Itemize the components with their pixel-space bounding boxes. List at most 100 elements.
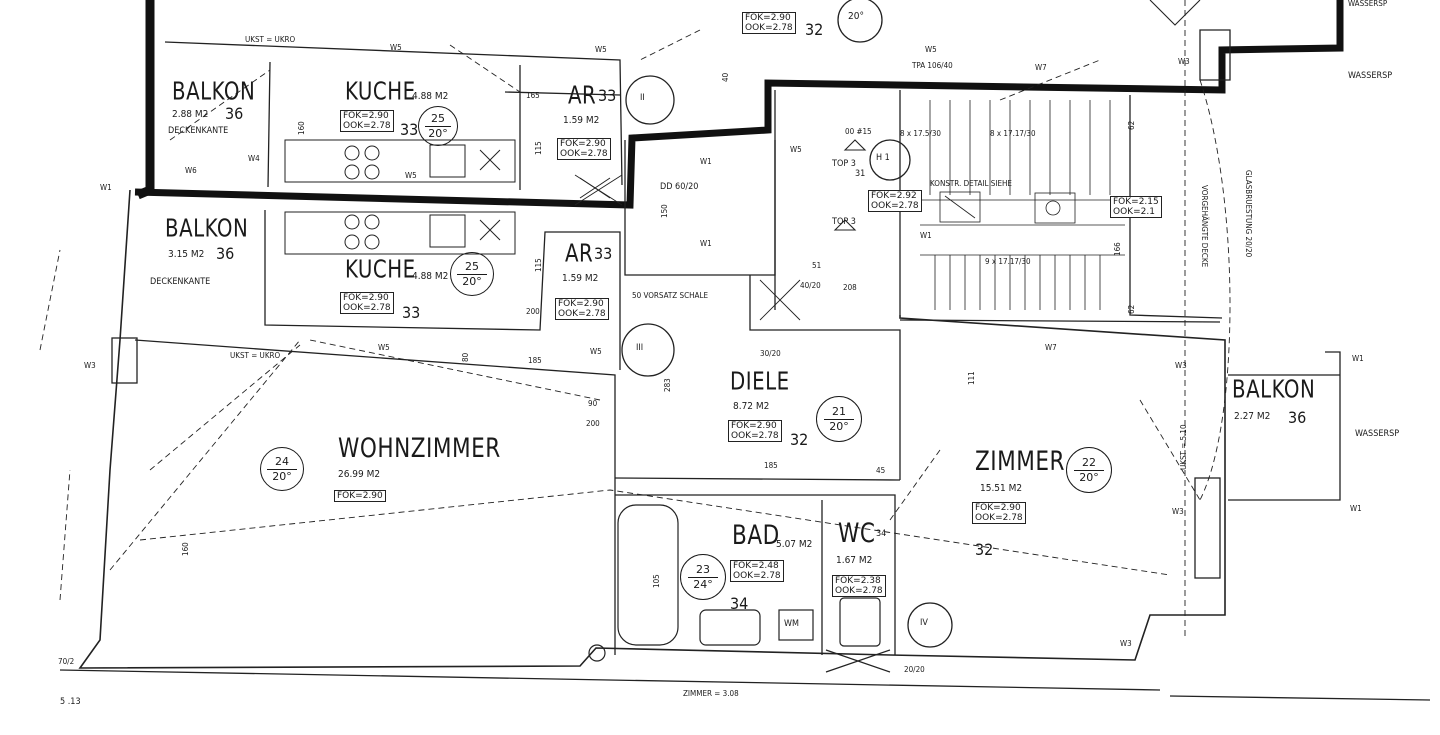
room-name-balkon-2: BALKON (165, 214, 249, 244)
wassersp-label-2: WASSERSP (1348, 71, 1393, 81)
window-label-w3-c: W3 (1120, 639, 1132, 648)
room-name-ar-1: AR (568, 81, 597, 111)
roman-iv-label: IV (920, 618, 928, 628)
ook-value: OOK=2.1 (1113, 207, 1155, 217)
fok-value: FOK=2.90 (337, 491, 383, 501)
fok-value: FOK=2.90 (745, 13, 791, 23)
stair-steps-1: 8 x 17.5/30 (900, 129, 942, 138)
dim-40: 40 (721, 72, 730, 82)
heavy-wall-middle (134, 0, 1344, 209)
ukst-label: UKST = UKRO (245, 35, 296, 44)
window-label-w5-f: W5 (790, 145, 802, 154)
room-area-ar-1: 1.59 M2 (563, 115, 600, 126)
circle-top: 23 (696, 562, 710, 576)
ook-value: OOK=2.78 (871, 201, 919, 211)
ook-value: OOK=2.78 (731, 431, 779, 441)
room-name-wohnzimmer: WOHNZIMMER (338, 432, 501, 464)
room-code-kueche-1: 33 (400, 120, 419, 139)
room-name-kueche-1: KUCHE (345, 77, 416, 107)
room-code-top-room: 32 (805, 20, 824, 39)
dd-label: DD 60/20 (660, 182, 699, 192)
room-code-balkon-3: 36 (1288, 408, 1307, 427)
ook-value: OOK=2.78 (835, 586, 883, 596)
room-name-balkon-1: BALKON (172, 77, 256, 107)
level-box-ar-1: FOK=2.90 OOK=2.78 (557, 138, 611, 160)
room-area-wc: 1.67 M2 (836, 555, 873, 566)
stair-top-number: 31 (855, 169, 866, 179)
window-label-w7: W7 (1035, 63, 1047, 72)
room-name-wc: WC (838, 517, 876, 549)
top-room-circle-text: 20° (848, 11, 864, 22)
outer-wall-bottom (59, 669, 1431, 701)
window-label-w1-e: W1 (1352, 354, 1364, 363)
wall-zimmer (899, 319, 1221, 323)
room-code-diele: 32 (790, 430, 809, 449)
tpa-label: TPA 106/40 (912, 61, 953, 70)
room-area-wohnzimmer: 26.99 M2 (338, 469, 381, 480)
stair-circle-h1: H 1 (876, 153, 890, 163)
level-box-wohnzimmer: FOK=2.90 (334, 490, 386, 502)
window-label-w5-d: W5 (378, 343, 390, 352)
bath-fixtures (588, 504, 891, 673)
ook-value: OOK=2.78 (343, 303, 391, 313)
level-box-zimmer: FOK=2.90 OOK=2.78 (972, 502, 1026, 524)
circle-top-room (837, 0, 883, 43)
ukst-label-2: UKST = UKRO (230, 351, 281, 360)
room-area-kueche-2: 4.88 M2 (412, 271, 449, 282)
window-label-w3-e: W3 (84, 361, 96, 370)
room-name-diele: DIELE (730, 367, 790, 397)
circle-bottom: 20° (462, 274, 482, 288)
circle-bottom: 20° (829, 419, 849, 433)
window-left (111, 337, 138, 384)
dim-185: 185 (528, 356, 542, 365)
room-circle-kueche-2: 25 20° (450, 252, 494, 296)
dim-62-b: 62 (1127, 304, 1136, 314)
room-circle-zimmer: 22 20° (1066, 447, 1112, 493)
room-code-bad: 34 (730, 594, 749, 613)
dim-90: 90 (588, 399, 598, 408)
window-label-w5-g: W5 (925, 45, 937, 54)
level-box-top-room: FOK=2.90 OOK=2.78 (742, 12, 796, 34)
room-area-kueche-1: 4.88 M2 (412, 91, 449, 102)
bottom-note: 5 .13 (60, 697, 81, 707)
stair-steps-3: 9 x 17.17/30 (985, 257, 1031, 266)
wall-bath (614, 477, 901, 655)
room-area-ar-2: 1.59 M2 (562, 273, 599, 284)
circle-ii (625, 75, 675, 125)
circle-bottom: 20° (272, 469, 292, 483)
window-label-w5: W5 (390, 43, 402, 52)
room-code-wc: 34 (876, 529, 887, 539)
window-label-w7-b: W7 (1045, 343, 1057, 352)
room-note-balkon-2: DECKENKANTE (150, 277, 211, 287)
window-label-w1-b: W1 (700, 157, 712, 166)
circle-bottom: 24° (693, 577, 713, 591)
fok-value: FOK=2.90 (558, 299, 604, 309)
room-code-ar-2: 33 (594, 244, 613, 263)
room-area-bad: 5.07 M2 (776, 539, 813, 550)
window-label-w3-b: W3 (1172, 507, 1184, 516)
circle-top: 25 (431, 111, 445, 125)
fok-value: FOK=2.92 (871, 191, 917, 201)
room-note-balkon-3: WASSERSP (1355, 429, 1400, 439)
stair-oo15: 00 #15 (845, 127, 872, 136)
fok-value: FOK=2.90 (975, 503, 1021, 513)
sturz-label: UKST = 5.10 (1179, 424, 1188, 470)
dim-166: 166 (1113, 242, 1122, 256)
level-box-ar-2: FOK=2.90 OOK=2.78 (555, 298, 609, 320)
circle-iv (907, 602, 953, 648)
wall-kitchen-top (164, 41, 623, 186)
dim-160: 160 (297, 121, 306, 135)
fok-value: FOK=2.48 (733, 561, 779, 571)
wassersp-label: WASSERSP (1348, 0, 1388, 8)
stair-detail-note: KONSTR. DETAIL SIEHE (930, 179, 1012, 188)
room-area-zimmer: 15.51 M2 (980, 483, 1023, 494)
dim-111: 111 (967, 371, 976, 385)
window-label-w4: W4 (248, 154, 260, 163)
circle-bottom: 20° (428, 126, 448, 140)
circle-top: 21 (832, 404, 846, 418)
circle-iii (621, 323, 675, 377)
level-markers (833, 0, 1201, 231)
room-name-bad: BAD (732, 519, 780, 551)
window-label-w6: W6 (185, 166, 197, 175)
stair-vorgehaengt-note: VORGEHÄNGTE DECKE (1200, 185, 1209, 268)
